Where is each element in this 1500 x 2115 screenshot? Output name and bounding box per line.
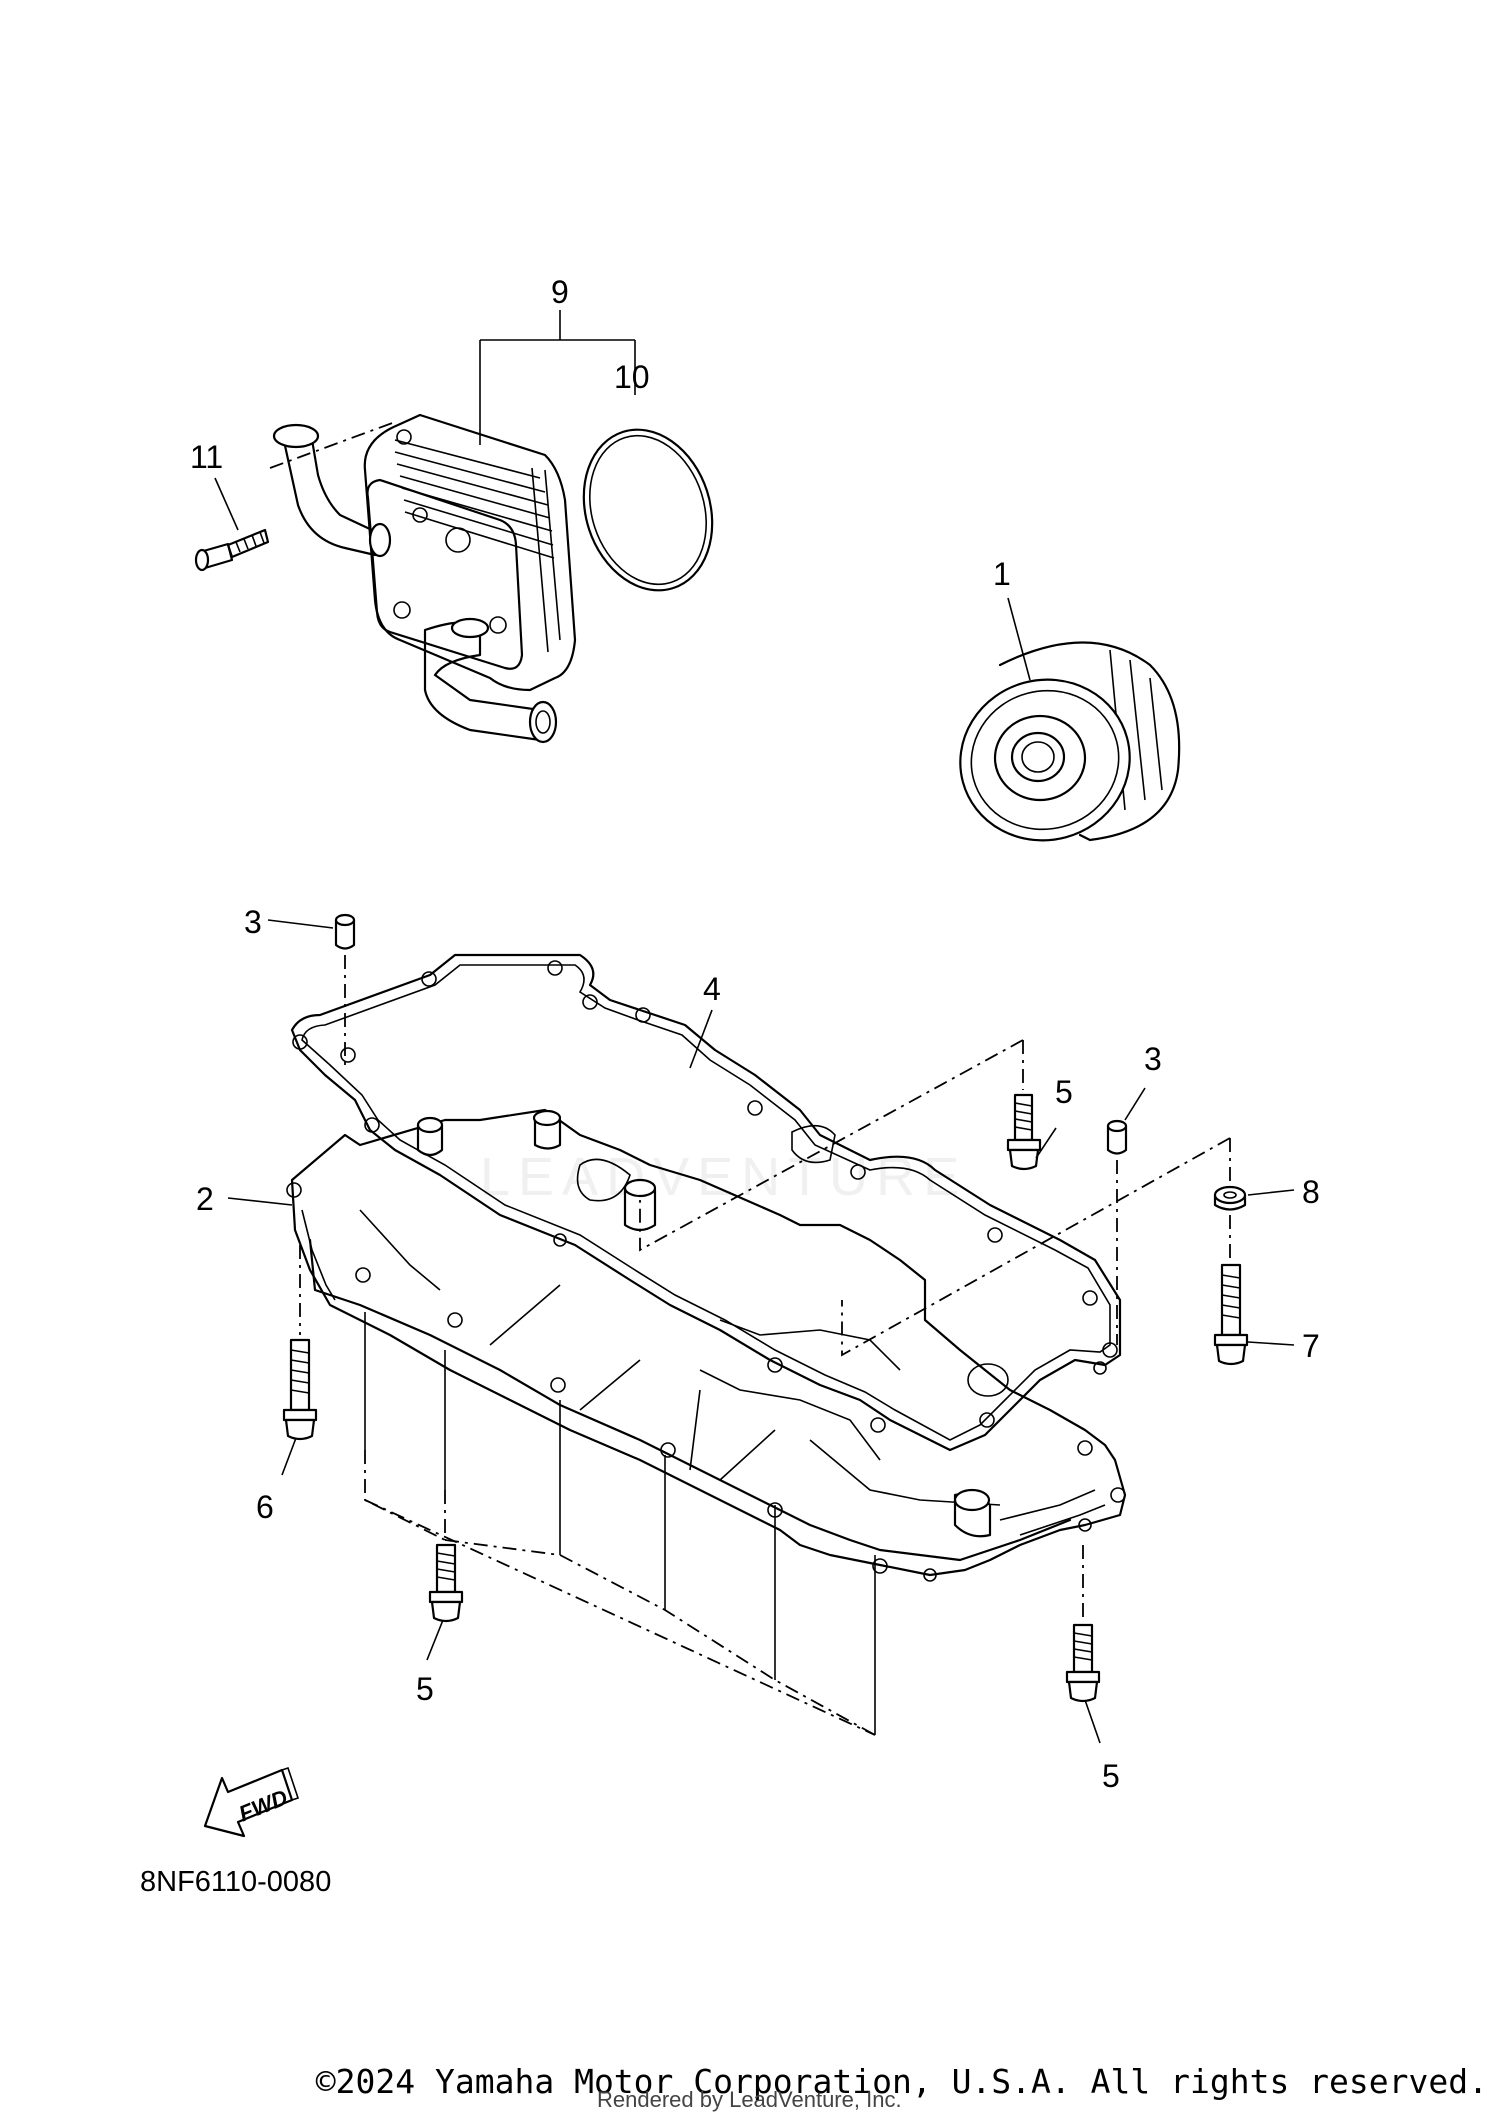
leadventure-watermark: LEADVENTURE	[480, 1147, 968, 1207]
rendered-by-credit: Rendered by LeadVenture, Inc.	[597, 2087, 902, 2112]
callout-6: 6	[256, 1489, 274, 1525]
diagram-code: 8NF6110-0080	[140, 1866, 332, 1898]
callout-11: 11	[190, 439, 223, 475]
oil-cooler-part	[272, 413, 577, 744]
washer-8-part	[1213, 1185, 1247, 1211]
bolt-5-lower-part	[1065, 1623, 1101, 1703]
oil-pan-gasket-part	[290, 953, 1122, 1452]
callout-3-right: 3	[1144, 1041, 1162, 1077]
callout-2: 2	[196, 1181, 214, 1217]
callout-8: 8	[1302, 1174, 1320, 1210]
callout-9: 9	[551, 274, 569, 310]
callout-4: 4	[703, 971, 721, 1007]
callout-5-lower: 5	[1102, 1758, 1120, 1794]
bolt-5-middle-part	[428, 1543, 464, 1623]
callout-10: 10	[614, 359, 650, 395]
cooler-bolt-part	[194, 528, 270, 572]
callout-7: 7	[1302, 1328, 1320, 1364]
callout-1: 1	[993, 556, 1011, 592]
callout-5-middle: 5	[416, 1671, 434, 1707]
dowel-pin-left-part	[334, 913, 356, 950]
bolt-7-part	[1213, 1263, 1249, 1366]
copyright-notice: ©2024 Yamaha Motor Corporation, U.S.A. A…	[315, 2062, 1488, 2101]
bolt-6-part	[282, 1338, 318, 1441]
callout-3-left: 3	[244, 904, 262, 940]
fwd-direction-arrow: FWD	[203, 1766, 300, 1838]
o-ring-part	[582, 428, 714, 592]
oil-pan-part	[286, 1108, 1127, 1735]
leader-lines	[214, 310, 1295, 1744]
dowel-pin-right-part	[1106, 1119, 1128, 1155]
bolt-5-upper-part	[1006, 1093, 1042, 1171]
assembly-lines	[269, 421, 1231, 1736]
oil-filter-part	[959, 641, 1181, 842]
callout-5-upper: 5	[1055, 1074, 1073, 1110]
